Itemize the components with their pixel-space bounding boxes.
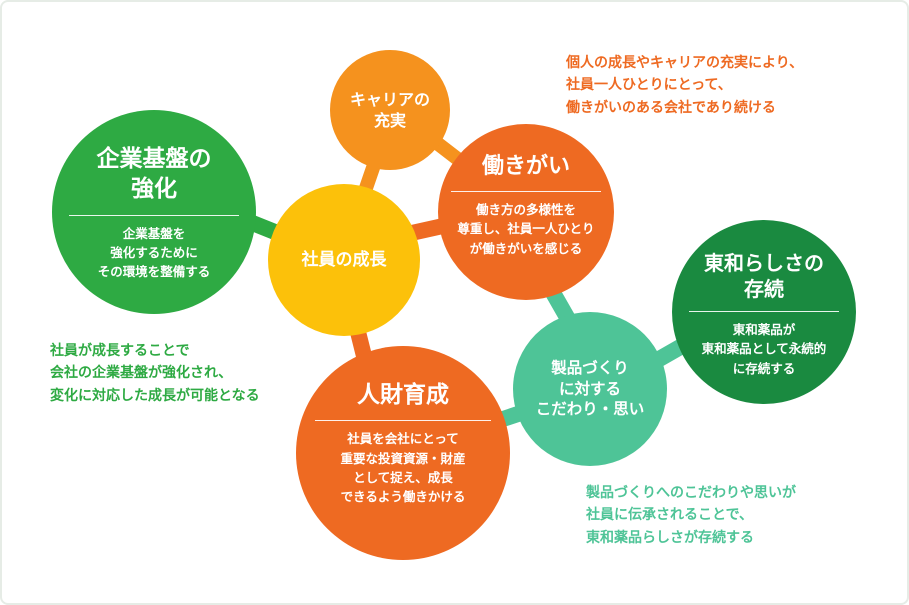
note-left: 社員が成長することで 会社の企業基盤が強化され、 変化に対応した成長が可能となる (50, 343, 260, 404)
note-top-right: 個人の成長やキャリアの充実により、 社員一人ひとりにとって、 働きがいのある会社… (566, 55, 804, 116)
node-career-title: キャリアの 充実 (349, 89, 430, 130)
node-towa-rashisa-rule (689, 310, 839, 312)
note-bottom-right: 製品づくりへのこだわりや思いが 社員に伝承されることで、 東和薬品らしさが存続す… (586, 485, 796, 546)
node-towa-rashisa: 東和らしさの 存続 東和薬品が 東和薬品として永続的 に存続する (672, 220, 856, 404)
node-career: キャリアの 充実 (330, 50, 450, 170)
node-hatarakigai-title: 働きがい (481, 154, 570, 179)
node-kigyo-kiban-title: 企業基盤の 強化 (96, 146, 212, 203)
node-hatarakigai: 働きがい 働き方の多様性を 尊重し、社員一人ひとり が働きがいを感じる (438, 124, 614, 300)
node-jinzai-ikusei: 人財育成 社員を会社にとって 重要な投資資源・財産 として捉え、成長 できるよう… (296, 346, 510, 560)
node-seihin-zukuri-title: 製品づくり に対する こだわり・思い (535, 359, 645, 419)
node-shain-seicho-title: 社員の成長 (301, 249, 387, 270)
node-jinzai-ikusei-title: 人財育成 (357, 382, 449, 408)
node-shain-seicho: 社員の成長 (268, 184, 420, 336)
node-kigyo-kiban: 企業基盤の 強化 企業基盤を 強化するために その環境を整備する (52, 110, 256, 314)
node-seihin-zukuri: 製品づくり に対する こだわり・思い (513, 312, 667, 466)
node-jinzai-ikusei-desc: 社員を会社にとって 重要な投資資源・財産 として捉え、成長 できるよう働きかける (340, 431, 466, 505)
node-kigyo-kiban-rule (69, 214, 239, 216)
node-jinzai-ikusei-rule (315, 420, 491, 422)
node-towa-rashisa-desc: 東和薬品が 東和薬品として永続的 に存続する (701, 321, 827, 376)
node-kigyo-kiban-desc: 企業基盤を 強化するために その環境を整備する (97, 225, 211, 280)
node-hatarakigai-rule (451, 191, 601, 193)
node-towa-rashisa-title: 東和らしさの 存続 (704, 251, 824, 302)
node-hatarakigai-desc: 働き方の多様性を 尊重し、社員一人ひとり が働きがいを感じる (457, 202, 595, 256)
